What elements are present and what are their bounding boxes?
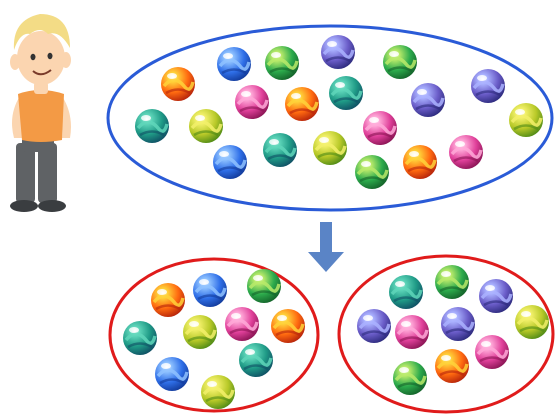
pink-marble (449, 135, 483, 169)
pink-marble (235, 85, 269, 119)
teal-marble (123, 321, 157, 355)
yellow-marble (201, 375, 235, 409)
orange-marble (285, 87, 319, 121)
green-marble (265, 46, 299, 80)
yellow-marble (183, 315, 217, 349)
boy-icon (10, 14, 71, 212)
pink-marble (395, 315, 429, 349)
pink-marble (363, 111, 397, 145)
blue-marble (193, 273, 227, 307)
orange-marble (271, 309, 305, 343)
orange-marble (161, 67, 195, 101)
purple-marble (411, 83, 445, 117)
teal-marble (135, 109, 169, 143)
purple-marble (479, 279, 513, 313)
purple-marble (471, 69, 505, 103)
orange-marble (403, 145, 437, 179)
yellow-marble (189, 109, 223, 143)
pink-marble (225, 307, 259, 341)
green-marble (435, 265, 469, 299)
yellow-marble (515, 305, 549, 339)
orange-marble (151, 283, 185, 317)
green-marble (247, 269, 281, 303)
blue-marble (155, 357, 189, 391)
left-group-outline (108, 257, 320, 413)
marbles (123, 35, 549, 409)
yellow-marble (509, 103, 543, 137)
yellow-marble (313, 131, 347, 165)
right-group-outline (337, 254, 555, 414)
arrow-down-icon (308, 222, 344, 272)
pink-marble (475, 335, 509, 369)
orange-marble (435, 349, 469, 383)
blue-marble (217, 47, 251, 81)
purple-marble (321, 35, 355, 69)
teal-marble (239, 343, 273, 377)
green-marble (355, 155, 389, 189)
purple-marble (441, 307, 475, 341)
teal-marble (263, 133, 297, 167)
teal-marble (329, 76, 363, 110)
teal-marble (389, 275, 423, 309)
purple-marble (357, 309, 391, 343)
all-marbles-group-outline (106, 24, 554, 212)
green-marble (393, 361, 427, 395)
green-marble (383, 45, 417, 79)
blue-marble (213, 145, 247, 179)
